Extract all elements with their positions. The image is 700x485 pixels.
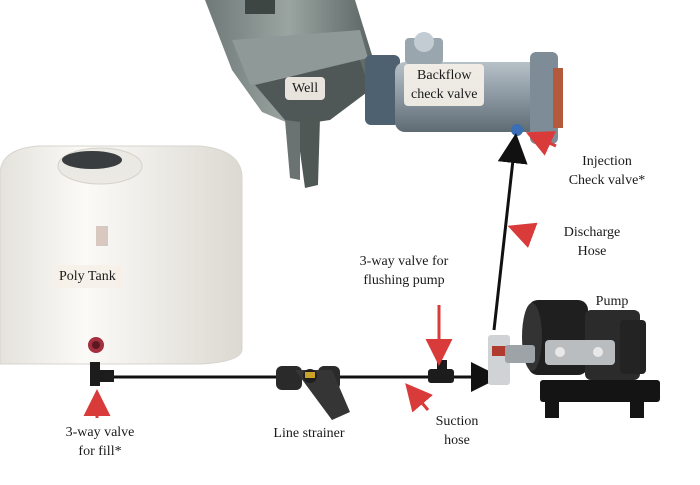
fill-valve-label: 3-way valve for fill* [40, 423, 160, 461]
backflow-check-valve-label: Backflow check valve [404, 64, 484, 106]
well-label: Well [285, 77, 325, 100]
fill-valve-fitting [90, 362, 114, 386]
injection-check-valve-label: Injection Check valve* [552, 152, 662, 190]
line-strainer [276, 366, 350, 420]
line-strainer-label: Line strainer [254, 424, 364, 443]
pump-label: Pump [582, 292, 642, 311]
suction-hose-label: Suction hose [412, 412, 502, 450]
discharge-hose-pointer [516, 229, 532, 235]
flushing-valve-fitting [428, 360, 454, 383]
pump [488, 300, 660, 418]
poly-tank [0, 146, 242, 364]
suction-hose-pointer [411, 390, 428, 410]
discharge-hose-label: Discharge Hose [537, 223, 647, 261]
flushing-valve-label: 3-way valve for flushing pump [334, 252, 474, 290]
discharge-line [494, 142, 515, 330]
poly-tank-label: Poly Tank [52, 265, 123, 288]
